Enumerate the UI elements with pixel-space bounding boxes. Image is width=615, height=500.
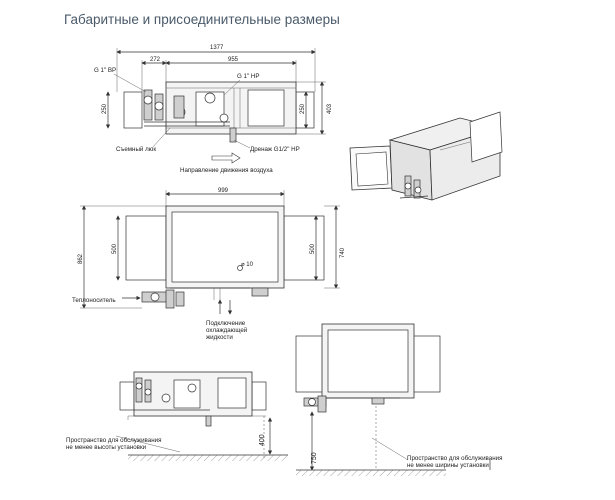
service-view-left: 400 Пространство для обслуживания не мен… [66,371,288,461]
label-service-left-2: не менее высоты установки [66,444,147,451]
dim-height-left: 250 [102,103,108,114]
dim-height-right-inner: 250 [300,103,306,114]
front-right-flange [283,215,325,281]
label-service-left-1: Пространство для обслуживания [66,437,161,444]
isometric-view [349,111,503,201]
label-heat-carrier: Теплоноситель [72,297,116,304]
label-removable-hatch: Съемный люк [116,146,156,153]
label-service-right-1: Пространство для обслуживания [407,455,502,462]
side-view-top: 1377 272 955 [94,45,333,174]
mounting-hole-icon [237,265,243,271]
service-view-right: 750 Пространство для обслуживания не мен… [295,323,502,476]
dim-front-height-inner: 500 [310,243,316,254]
dim-front-height-left: 500 [112,243,118,254]
label-g1-vr: G 1" ВР [94,67,116,74]
inlet-flange [123,91,143,129]
dim-overall-length: 1377 [210,45,224,51]
dim-front-width: 999 [218,188,229,194]
label-g1-nr: G 1" НР [237,73,259,80]
airflow-arrow-icon [211,152,241,164]
front-view: 999 ⌀ 10 862 500 500 740 Теплоноситель [72,188,346,341]
dim-height-right: 403 [327,103,333,114]
label-coolant-1: Подключение [206,320,246,327]
label-service-right-2: не менее ширины установки [407,462,489,469]
dim-service-width: 750 [311,452,318,464]
dim-front-height-outer: 862 [78,253,84,264]
label-coolant-2: охлаждающей [206,327,248,334]
label-coolant-3: жидкости [206,334,233,341]
removable-panel [247,89,285,127]
dim-hole: ⌀ 10 [241,262,254,268]
dim-left-section: 272 [150,57,161,63]
page-title: Габаритные и присоединительные размеры [64,12,340,27]
dim-service-height: 400 [259,434,266,446]
label-airflow: Направление движения воздуха [180,167,273,174]
floor-hatch [128,455,288,461]
dim-mid-section: 955 [228,57,239,63]
dim-front-height-right: 740 [340,247,346,258]
drain-pipe [229,127,237,143]
pipe-cluster [143,89,230,127]
front-left-flange [125,215,167,281]
label-drain: Дренаж G1/2" НР [250,146,300,153]
